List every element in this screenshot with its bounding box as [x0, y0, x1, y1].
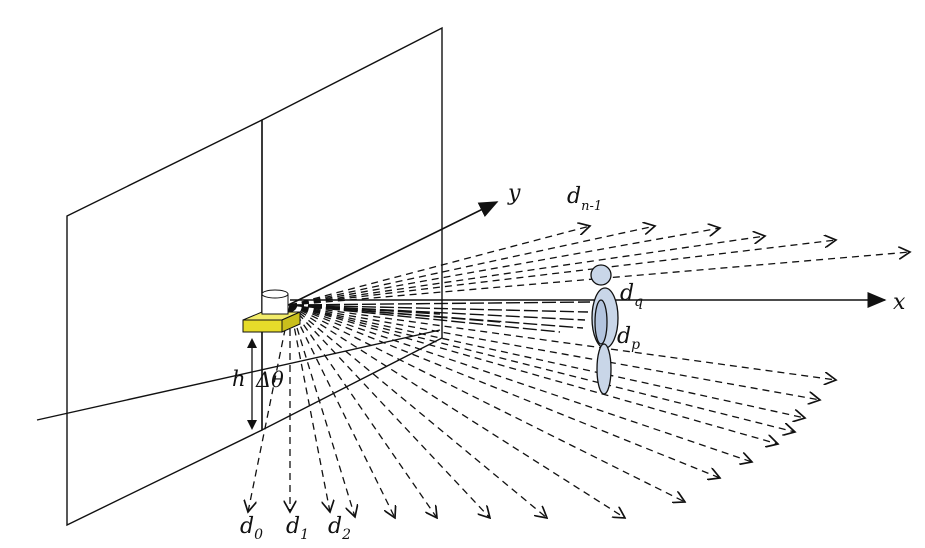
laser-beam — [289, 304, 720, 478]
laser-beam — [289, 304, 490, 518]
laser-beam — [289, 304, 778, 444]
beam-label-2: d2 — [328, 514, 351, 543]
laser-beam — [289, 304, 330, 512]
laser-beam — [289, 252, 910, 306]
laser-beam — [289, 228, 720, 306]
ground-line — [36, 329, 441, 421]
laser-beam — [289, 304, 685, 502]
laser-beam — [289, 304, 752, 462]
laser-beam — [289, 236, 765, 306]
person-head — [590, 264, 612, 286]
wall-plane-right — [261, 26, 443, 432]
laser-sensor — [242, 289, 301, 333]
angle-label: Δθ — [255, 368, 284, 392]
laser-beams — [248, 226, 910, 518]
laser-beam — [289, 304, 437, 518]
laser-beam — [289, 304, 820, 400]
beam-label-q: dq — [620, 281, 643, 310]
wall-plane-left — [66, 118, 263, 527]
laser-beam — [289, 304, 795, 432]
wall-planes — [66, 26, 443, 527]
laser-beam-hit — [289, 304, 441, 315]
laser-beam — [289, 240, 836, 306]
sensor-base-front — [242, 319, 283, 333]
beam-label-1: d1 — [286, 514, 309, 543]
laser-beam-hit — [289, 304, 501, 323]
laser-beam-hit — [289, 301, 591, 306]
laser-beam — [289, 304, 836, 380]
person-legs — [596, 343, 612, 395]
laser-beam — [289, 304, 625, 518]
height-label: h — [232, 367, 246, 391]
laser-beam-hit — [289, 304, 589, 313]
laser-beam-hit — [289, 304, 561, 333]
laser-beam — [289, 304, 547, 518]
height-arrow-top-head — [247, 338, 257, 348]
height-arrow-bottom-head — [247, 420, 257, 430]
y-axis-line — [261, 201, 499, 319]
laser-beam — [289, 226, 590, 306]
laser-beam — [289, 304, 805, 418]
laser-beam — [289, 304, 355, 517]
laser-beam — [248, 304, 291, 512]
beam-label-p: dp — [617, 324, 640, 353]
x-axis-label: x — [893, 290, 906, 315]
laser-beam — [289, 304, 395, 518]
beam-label-0: d0 — [240, 514, 263, 543]
person-figure — [590, 264, 619, 395]
y-axis-label: y — [507, 181, 521, 206]
sensor-base-side — [281, 311, 301, 333]
laser-beam — [289, 226, 655, 306]
beam-label-last: dn-1 — [567, 184, 602, 214]
sensor-head-top — [261, 289, 289, 299]
person-arm — [594, 299, 608, 345]
